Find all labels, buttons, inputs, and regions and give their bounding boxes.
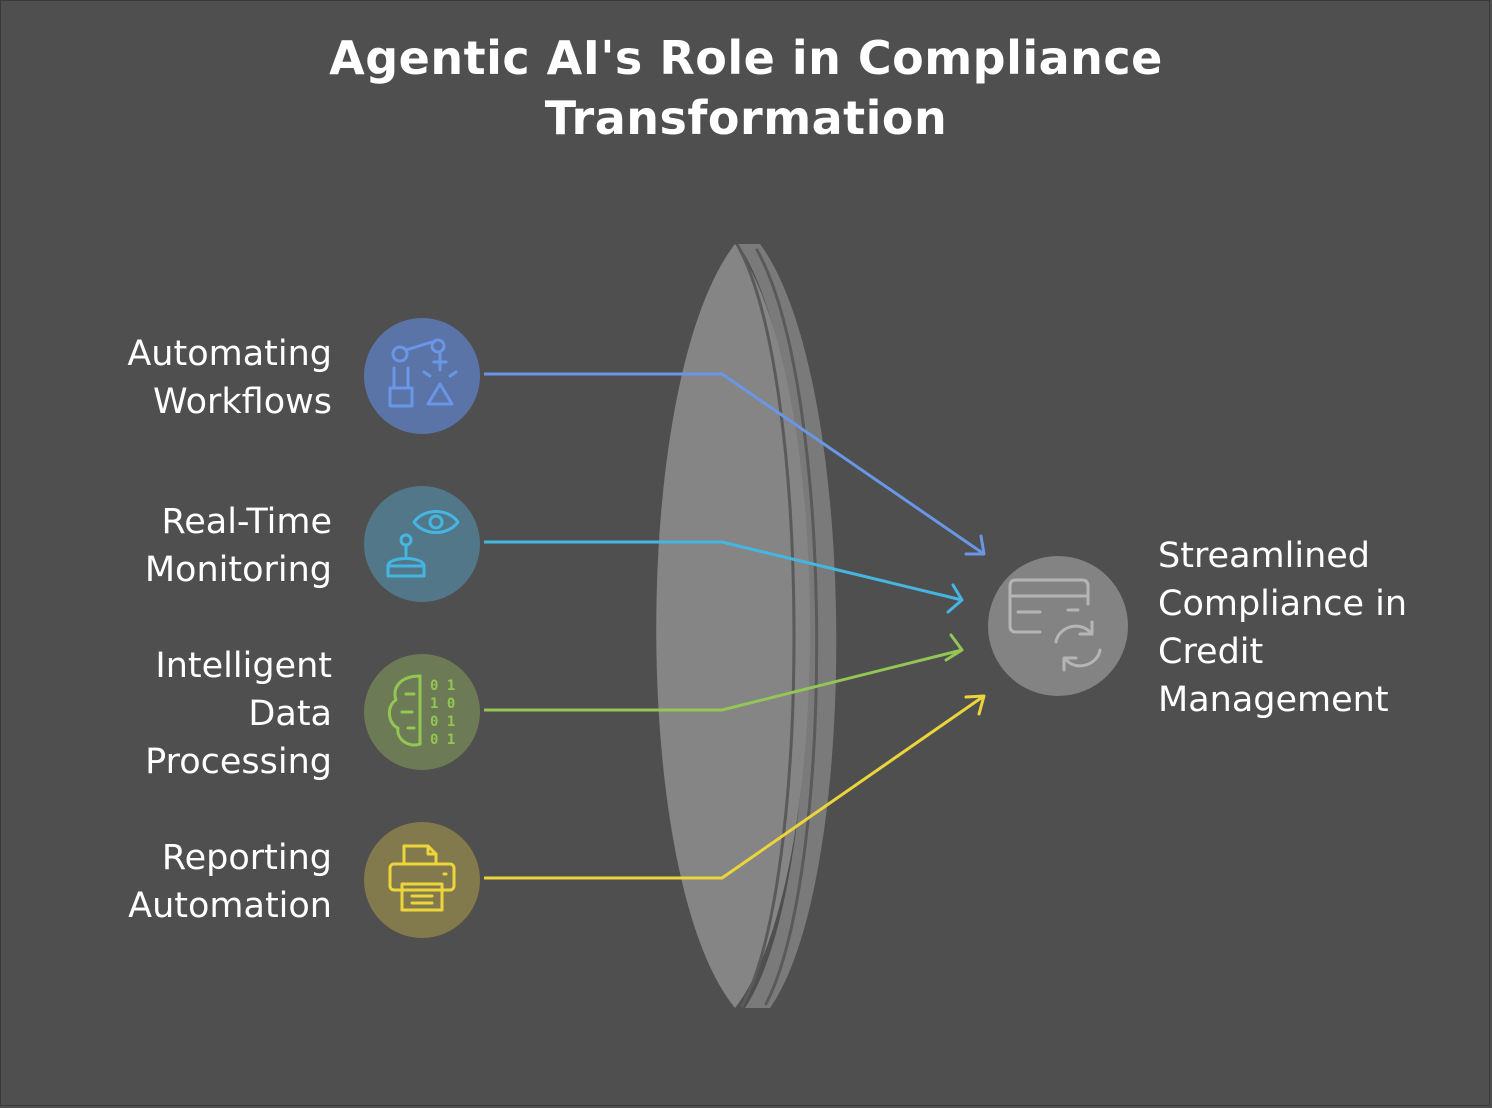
- label-line: Credit: [1158, 632, 1264, 672]
- connector-group: [484, 372, 986, 880]
- diagram-title: Agentic AI's Role in Compliance Transfor…: [246, 28, 1246, 148]
- input-node-intelligent-data-processing: 0 1 1 0 0 1 0 1: [364, 654, 480, 770]
- robot-arm-icon: [388, 338, 458, 408]
- label-line: Compliance in: [1158, 584, 1408, 624]
- title-line-1: Agentic AI's Role in Compliance: [329, 31, 1163, 85]
- label-line: Processing: [145, 742, 332, 782]
- label-line: Real-Time: [161, 502, 332, 542]
- connector-reporting-automation: [484, 694, 985, 880]
- arrowhead-automating-workflows: [964, 534, 986, 556]
- svg-text:0 1: 0 1: [430, 714, 455, 730]
- lens-front: [656, 244, 810, 1008]
- arrowhead-reporting-automation: [964, 694, 986, 716]
- node-circle: [364, 654, 480, 770]
- label-streamlined-compliance: Streamlined Compliance in Credit Managem…: [1158, 532, 1478, 724]
- connector-automating-workflows: [484, 372, 985, 556]
- label-line: Reporting: [161, 838, 332, 878]
- lens-edge-line-2: [755, 248, 819, 1006]
- connector-intelligent-data-processing: [484, 648, 963, 712]
- svg-text:0 1: 0 1: [430, 732, 455, 748]
- node-circle: [364, 318, 480, 434]
- label-line: Workflows: [153, 382, 332, 422]
- svg-text:1 0: 1 0: [430, 696, 455, 712]
- svg-text:0 1: 0 1: [430, 678, 455, 694]
- connector-real-time-monitoring: [484, 540, 963, 602]
- label-line: Streamlined: [1158, 536, 1371, 576]
- node-circle: [364, 822, 480, 938]
- label-intelligent-data-processing: Intelligent Data Processing: [145, 642, 332, 786]
- input-node-reporting-automation: [364, 822, 480, 938]
- title-line-2: Transformation: [544, 91, 948, 145]
- printer-icon: [388, 844, 456, 912]
- arrowhead-intelligent-data-processing: [944, 633, 964, 662]
- label-line: Automating: [127, 334, 332, 374]
- label-real-time-monitoring: Real-Time Monitoring: [145, 498, 332, 594]
- lens-shape: [656, 244, 837, 1008]
- node-circle: [364, 486, 480, 602]
- lens-edge-line: [736, 244, 796, 1008]
- brain-binary-icon: 0 1 1 0 0 1 0 1: [388, 674, 455, 748]
- arrowhead-real-time-monitoring: [946, 583, 964, 614]
- input-node-automating-workflows: [364, 318, 480, 434]
- label-line: Intelligent: [155, 646, 332, 686]
- label-line: Management: [1158, 680, 1389, 720]
- label-line: Data: [248, 694, 332, 734]
- label-automating-workflows: Automating Workflows: [127, 330, 332, 426]
- robot-eye-icon: [386, 510, 460, 578]
- input-node-real-time-monitoring: [364, 486, 480, 602]
- credit-card-sync-icon: [1008, 578, 1102, 672]
- label-line: Monitoring: [144, 550, 332, 590]
- label-line: Automation: [128, 886, 332, 926]
- output-node-streamlined-compliance: [988, 556, 1128, 696]
- label-reporting-automation: Reporting Automation: [128, 834, 332, 930]
